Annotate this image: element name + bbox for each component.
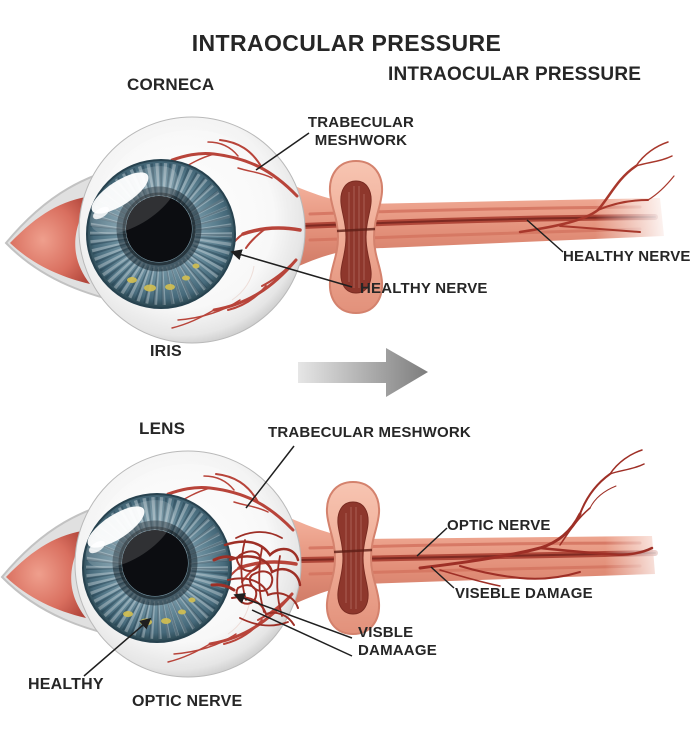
damaged-vessel-tangle [210,531,302,627]
leader-lines-bottom [83,445,455,677]
label-healthy: HEALTHY [28,676,104,693]
leader-lines-top [230,132,564,288]
leader-healthy-nerve-right [526,219,564,253]
label-healthy-nerve-right: HEALTHY NERVE [563,248,691,265]
leader-trabecular-top [255,132,310,171]
glaucoma-eye-diagram [2,446,693,677]
leader-trabecular-bottom [245,445,295,509]
label-visible-damage-center: VISBLE DAMAAGE [358,624,437,659]
page-title: INTRAOCULAR PRESSURE [191,30,502,56]
label-healthy-nerve-center: HEALTHY NERVE [360,280,488,297]
label-trabecular-meshwork-bottom: TRABECULAR MESHWORK [268,424,471,441]
nerve-surface-vessels [518,141,675,234]
label-visible-damage-right: VISEBLE DAMAGE [455,585,593,602]
optic-nerve-band [290,184,664,270]
label-lens: LENS [139,419,186,438]
nerve-fade [605,470,693,620]
leader-healthy [83,617,152,677]
label-intraocular-pressure: INTRAOCULAR PRESSURE [388,64,642,85]
leader-viseble-damage [430,566,455,589]
label-trabecular-meshwork-top: TRABECULAR MESHWORK [307,114,415,149]
nerve-damage-vessels [418,449,654,587]
leader-visble-damaage-2 [251,609,353,657]
label-iris: IRIS [150,343,182,360]
leader-visble-damaage-1 [233,593,353,639]
label-optic-nerve-right: OPTIC NERVE [447,517,551,534]
healthy-eye-diagram [6,117,693,343]
leader-optic-nerve-right [416,527,448,557]
leader-healthy-nerve-center [230,249,353,288]
right-arrow-icon [298,348,428,397]
label-cornea: CORNECA [127,75,215,94]
nerve-fade [595,150,693,270]
label-optic-nerve-bottom: OPTIC NERVE [132,693,243,710]
